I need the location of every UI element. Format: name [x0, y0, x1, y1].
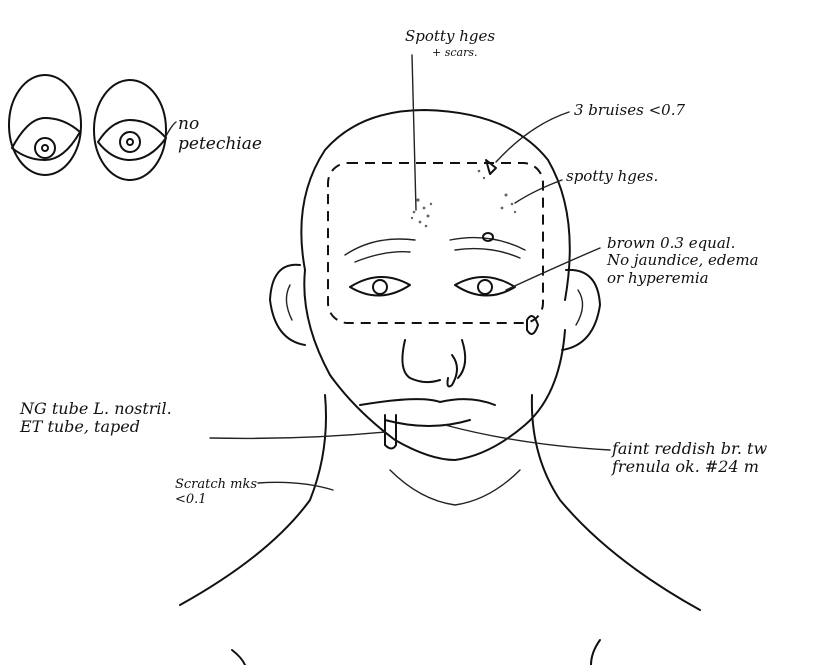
label-spotty-scalp-line1: Spotty hges	[405, 27, 495, 45]
lower-lip	[385, 420, 470, 426]
nose-right	[458, 340, 465, 378]
eye-diagram-left	[9, 75, 81, 175]
label-et-tube: ET tube, taped	[20, 418, 172, 436]
brow-right	[450, 238, 525, 250]
dashed-forehead-region	[328, 163, 543, 323]
label-spotty-scalp-sub: + scars.	[432, 47, 477, 60]
label-eye-detail-2: No jaundice, edema	[607, 252, 759, 269]
label-spotty-forehead: spotty hges.	[566, 168, 658, 185]
label-lip-2: frenula ok. #24 m	[612, 458, 767, 476]
face-eye-right	[455, 277, 515, 296]
eye-diagram-right	[94, 80, 166, 180]
label-lip-1: faint reddish br. tw	[612, 440, 767, 458]
label-eye-detail-1: brown 0.3 equal.	[607, 235, 759, 252]
label-no-petechiae: no petechiae	[178, 115, 262, 154]
eye-pointer-line	[166, 122, 176, 136]
cheek-mark	[527, 316, 538, 334]
label-ng-tube: NG tube L. nostril.	[20, 400, 172, 418]
upper-lip	[360, 399, 495, 405]
nose	[402, 340, 440, 382]
label-neck: Scratch mks <0.1	[175, 478, 257, 508]
ng-tube-nostril	[448, 355, 458, 386]
label-neck-1: Scratch mks	[175, 478, 257, 493]
label-spotty-scalp: Spotty hges	[405, 28, 495, 45]
label-bruises: 3 bruises <0.7	[574, 102, 685, 119]
brow-left-shade	[355, 252, 410, 262]
brow-right-shade	[455, 249, 520, 258]
label-tubes: NG tube L. nostril. ET tube, taped	[20, 400, 172, 437]
label-neck-2: <0.1	[175, 493, 257, 508]
label-lip: faint reddish br. tw frenula ok. #24 m	[612, 440, 767, 477]
small-bruise	[483, 233, 493, 241]
label-eye-detail: brown 0.3 equal. No jaundice, edema or h…	[607, 235, 759, 287]
brow-left	[345, 239, 415, 255]
label-no: no	[178, 115, 262, 135]
label-spotty-scalp-line2: + scars.	[432, 46, 477, 59]
face-eye-left	[350, 277, 410, 296]
neck-shoulders	[180, 395, 700, 665]
label-petechiae: petechiae	[178, 135, 262, 155]
stipple-marks	[411, 170, 516, 228]
label-eye-detail-3: or hyperemia	[607, 270, 759, 287]
